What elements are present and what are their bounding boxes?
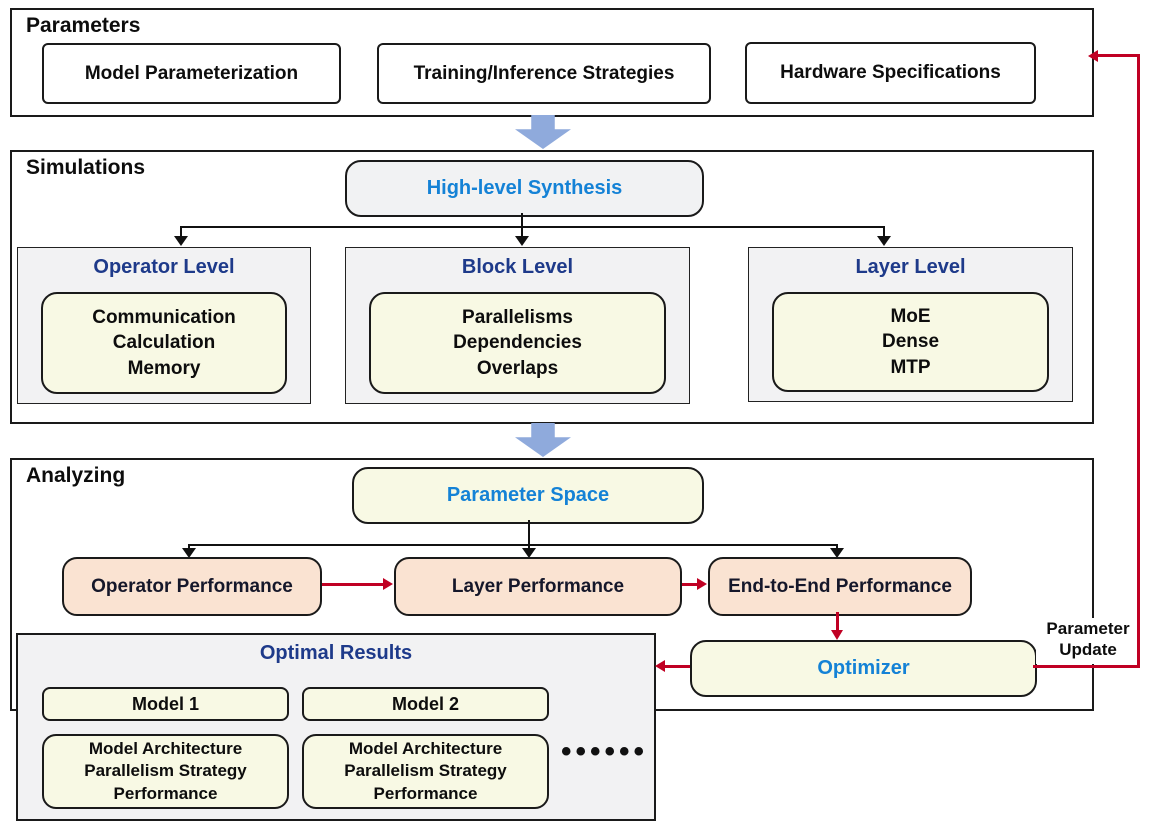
model-1-header: Model 1 — [42, 687, 289, 721]
simulations-title: Simulations — [26, 156, 146, 179]
detail-line: Parallelisms — [462, 307, 573, 329]
detail-line: Dense — [881, 331, 940, 353]
detail-line: MoE — [890, 306, 931, 328]
block-level-detail-box: Parallelisms Dependencies Overlaps — [369, 292, 666, 394]
detail-line: Parallelism Strategy — [344, 761, 507, 781]
parameter-space-box: Parameter Space — [352, 467, 704, 524]
detail-line: Model Architecture — [348, 739, 503, 759]
red-arrowhead-down-icon — [831, 630, 843, 640]
end-to-end-performance-label: End-to-End Performance — [728, 575, 952, 597]
connector-drop-left — [188, 544, 190, 550]
parameter-space-label: Parameter Space — [446, 484, 610, 506]
operator-performance-label: Operator Performance — [91, 575, 293, 597]
model-parameterization-box: Model Parameterization — [42, 43, 341, 104]
red-arrowhead-right-icon — [383, 578, 393, 590]
model-2-detail-box: Model Architecture Parallelism Strategy … — [302, 734, 549, 809]
red-arrowhead-right-icon — [697, 578, 707, 590]
red-connector — [682, 583, 699, 586]
operator-performance-box: Operator Performance — [62, 557, 322, 616]
optimizer-box: Optimizer — [690, 640, 1037, 697]
red-feedback-line — [1137, 54, 1140, 668]
block-level-title: Block Level — [461, 256, 574, 278]
high-level-synthesis-label: High-level Synthesis — [426, 177, 623, 199]
detail-line: Memory — [127, 357, 201, 379]
parameters-title: Parameters — [26, 14, 141, 37]
parameter-update-line2: Update — [1059, 640, 1117, 660]
connector-branch — [188, 544, 838, 546]
block-level-card: Block Level Parallelisms Dependencies Ov… — [345, 247, 690, 404]
red-feedback-line — [1096, 54, 1140, 57]
connector-branch — [180, 226, 885, 228]
training-inference-strategies-label: Training/Inference Strategies — [413, 62, 675, 84]
detail-line: Calculation — [112, 332, 216, 354]
connector-drop-mid — [528, 544, 530, 550]
operator-level-detail-box: Communication Calculation Memory — [41, 292, 287, 394]
parameter-update-label: Parameter Update — [1036, 618, 1140, 664]
training-inference-strategies-box: Training/Inference Strategies — [377, 43, 711, 104]
hardware-specifications-label: Hardware Specifications — [780, 62, 1001, 83]
red-connector — [664, 665, 690, 668]
detail-line: Dependencies — [453, 332, 582, 354]
arrowhead-down-icon — [830, 548, 844, 558]
optimal-results-title: Optimal Results — [259, 642, 413, 664]
high-level-synthesis-box: High-level Synthesis — [345, 160, 704, 217]
operator-level-title: Operator Level — [93, 256, 235, 278]
model-2-label: Model 2 — [391, 693, 459, 714]
end-to-end-performance-box: End-to-End Performance — [708, 557, 972, 616]
red-arrowhead-left-icon — [655, 660, 665, 672]
model-2-header: Model 2 — [302, 687, 549, 721]
connector-stem — [521, 213, 523, 227]
arrowhead-down-icon — [877, 236, 891, 246]
layer-level-title: Layer Level — [855, 256, 966, 278]
red-connector — [322, 583, 384, 586]
arrowhead-down-icon — [182, 548, 196, 558]
red-arrowhead-left-icon — [1088, 49, 1098, 62]
flow-down-arrow-icon — [515, 423, 571, 457]
red-connector — [836, 612, 839, 632]
arrowhead-down-icon — [522, 548, 536, 558]
connector-stem — [528, 520, 530, 546]
detail-line: MTP — [890, 356, 931, 378]
detail-line: Performance — [113, 783, 218, 803]
layer-level-card: Layer Level MoE Dense MTP — [748, 247, 1073, 402]
arrowhead-down-icon — [515, 236, 529, 246]
layer-performance-label: Layer Performance — [451, 575, 625, 597]
connector-drop-right — [883, 226, 885, 237]
ellipsis-dots: •••••• — [561, 735, 649, 768]
parameter-update-line1: Parameter — [1046, 619, 1130, 638]
layer-level-detail-box: MoE Dense MTP — [772, 292, 1049, 392]
layer-performance-box: Layer Performance — [394, 557, 682, 616]
model-1-label: Model 1 — [131, 693, 199, 714]
optimizer-label: Optimizer — [817, 657, 910, 679]
arrowhead-down-icon — [174, 236, 188, 246]
red-feedback-line — [1033, 665, 1140, 668]
detail-line: Communication — [92, 307, 236, 329]
flow-down-arrow-icon — [515, 115, 571, 149]
connector-drop-mid — [521, 226, 523, 237]
detail-line: Overlaps — [476, 357, 559, 379]
analyzing-title: Analyzing — [26, 464, 126, 487]
operator-level-card: Operator Level Communication Calculation… — [17, 247, 311, 404]
model-parameterization-label: Model Parameterization — [84, 62, 299, 84]
hardware-specifications-box: Hardware Specifications — [745, 42, 1036, 104]
connector-drop-left — [180, 226, 182, 237]
model-1-detail-box: Model Architecture Parallelism Strategy … — [42, 734, 289, 809]
optimal-results-panel: Optimal Results Model 1 Model 2 Model Ar… — [16, 633, 656, 821]
detail-line: Parallelism Strategy — [84, 761, 247, 781]
detail-line: Model Architecture — [88, 739, 243, 759]
detail-line: Performance — [373, 783, 478, 803]
connector-drop-right — [836, 544, 838, 550]
